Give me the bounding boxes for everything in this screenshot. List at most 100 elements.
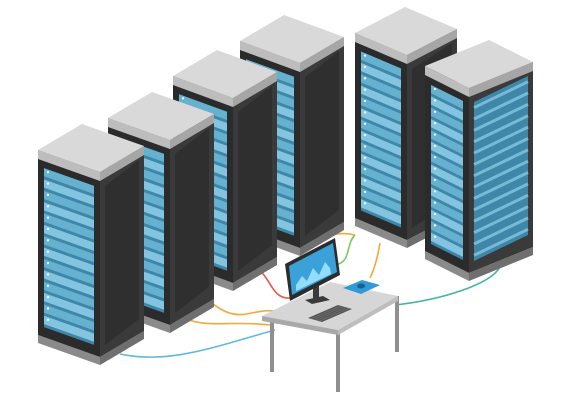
server-unit [431, 119, 463, 144]
server-unit [431, 198, 463, 223]
keyboard-icon [308, 305, 352, 322]
server-unit [361, 62, 401, 88]
network-cable [334, 234, 356, 266]
desk-top [262, 282, 398, 330]
server-unit [44, 168, 94, 195]
screen-chart [296, 262, 331, 291]
server-unit [361, 176, 401, 202]
status-led [363, 99, 367, 103]
status-led [433, 121, 437, 125]
server-unit [361, 165, 401, 191]
status-led [46, 182, 50, 185]
server-rack [425, 40, 533, 281]
server-unit [44, 179, 94, 206]
rack-top [240, 15, 344, 63]
server-unit [361, 74, 401, 100]
status-led [46, 171, 50, 174]
server-unit [361, 199, 401, 225]
status-led [363, 179, 367, 182]
server-unit [44, 281, 94, 308]
status-led [363, 145, 367, 148]
rack-top [355, 7, 457, 55]
server-unit [44, 202, 94, 229]
rack-top [38, 124, 144, 172]
status-led [46, 250, 50, 253]
server-unit [44, 293, 94, 319]
server-unit [44, 213, 94, 240]
rack-top [108, 92, 214, 140]
network-cable [369, 242, 381, 279]
status-led [433, 178, 437, 182]
desk-leg [270, 318, 274, 372]
status-led [433, 87, 437, 91]
status-led [363, 54, 367, 57]
status-led [433, 167, 437, 170]
status-led [46, 284, 50, 287]
server-unit [431, 175, 463, 201]
status-led [433, 224, 437, 227]
server-unit [44, 190, 94, 217]
server-unit [431, 209, 463, 235]
status-led [46, 295, 50, 299]
server-unit [44, 258, 94, 285]
server-unit [361, 119, 401, 145]
server-unit [44, 304, 94, 331]
status-led [46, 307, 50, 310]
network-cable [204, 296, 281, 316]
status-led [363, 111, 367, 114]
status-led [181, 97, 185, 100]
mouse-icon [357, 283, 365, 289]
status-led [46, 261, 50, 265]
rack-top [425, 40, 533, 88]
desk-leg [336, 330, 340, 392]
status-led [363, 122, 367, 125]
server-unit [431, 107, 463, 132]
status-led [46, 273, 50, 276]
server-unit [44, 315, 94, 342]
rack-side-panel [105, 160, 139, 345]
desk-leg [395, 296, 399, 352]
server-unit [431, 164, 463, 189]
server-unit [361, 51, 401, 77]
status-led [46, 318, 50, 322]
server-unit [431, 232, 463, 257]
status-led [433, 235, 437, 238]
server-unit [361, 187, 401, 213]
server-unit [431, 141, 463, 166]
server-unit [431, 96, 463, 121]
status-led [433, 201, 437, 204]
server-unit [431, 221, 463, 246]
network-cable [119, 329, 276, 358]
status-led [363, 65, 367, 69]
rack-top [173, 50, 277, 98]
status-led [46, 193, 50, 197]
status-led [46, 239, 50, 242]
server-unit [179, 94, 227, 120]
server-unit [44, 236, 94, 263]
workstation-desk [262, 238, 399, 392]
status-led [363, 156, 367, 160]
status-led [433, 110, 437, 114]
server-unit [361, 131, 401, 157]
desk-edge [262, 316, 338, 335]
status-led [46, 205, 50, 208]
status-led [433, 212, 437, 216]
status-led [433, 133, 437, 136]
server-unit [361, 96, 401, 123]
status-led [433, 156, 437, 159]
desk-edge [338, 296, 398, 335]
status-led [46, 216, 50, 219]
server-unit [431, 130, 463, 155]
status-led [363, 190, 367, 194]
status-led [363, 133, 367, 137]
server-rack [38, 124, 144, 365]
server-unit [431, 187, 463, 212]
server-unit [361, 85, 401, 111]
server-unit [431, 153, 463, 178]
network-cable [394, 266, 501, 306]
server-unit [361, 108, 401, 134]
server-unit [44, 247, 94, 274]
status-led [433, 144, 437, 148]
status-led [433, 190, 437, 193]
